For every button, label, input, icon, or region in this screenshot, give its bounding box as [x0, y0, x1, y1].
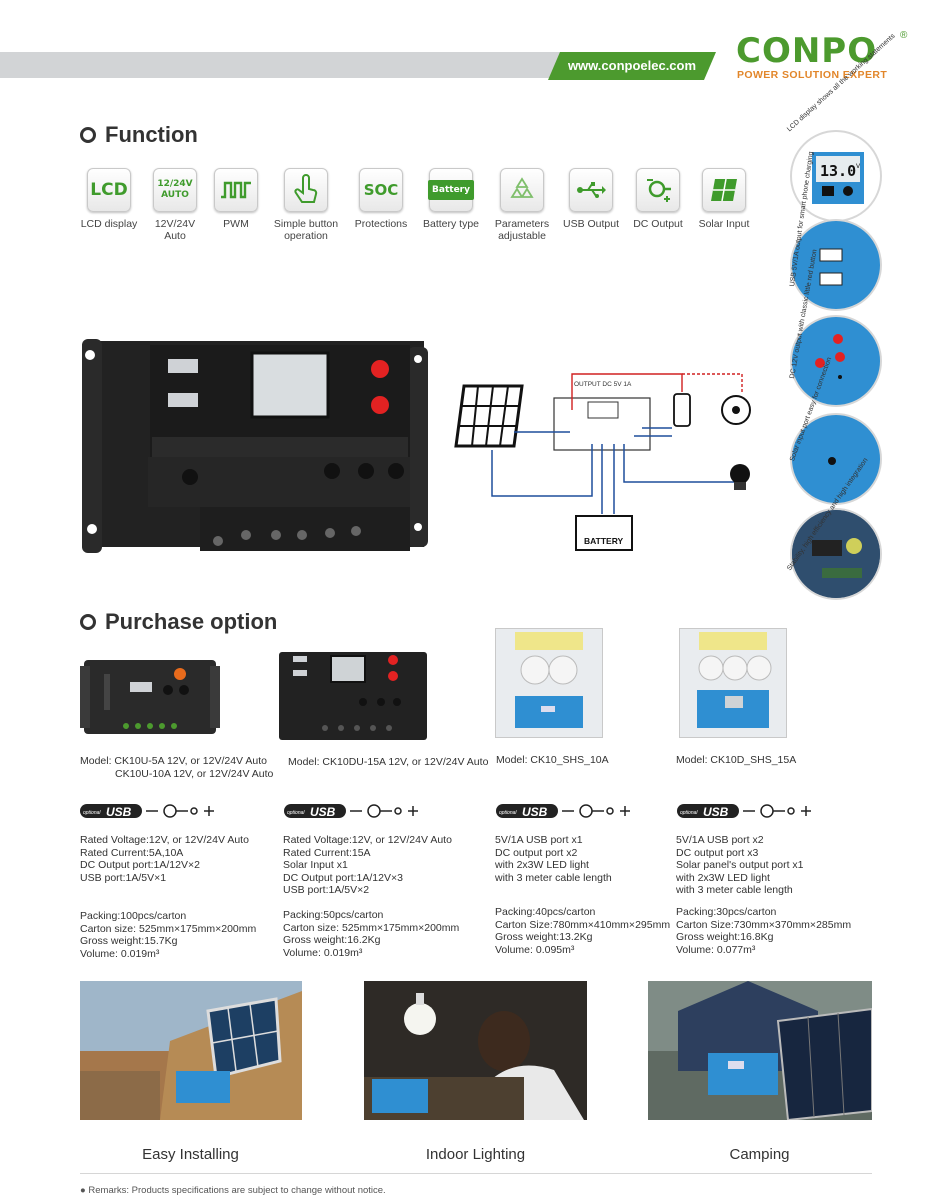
hand-press-icon [284, 168, 328, 212]
svg-text:USB: USB [310, 805, 336, 819]
model-ck10d-shs-15a: Model: CK10D_SHS_15A [676, 754, 797, 766]
feature-battery: Battery Battery type [411, 168, 491, 230]
optional-usb-icon: optional USB [496, 804, 630, 819]
optional-usb-icon: optional USB [80, 804, 214, 819]
feature-voltage: 12/24V AUTO 12V/24V Auto [135, 168, 215, 242]
svg-text:USB: USB [106, 805, 132, 819]
svg-text:optional: optional [680, 810, 698, 816]
lcd-icon: LCD [87, 168, 131, 212]
caption-easy-installing: Easy Installing [142, 1146, 239, 1163]
feature-protections: SOC Protections [341, 168, 421, 230]
callout-dc-output [790, 315, 882, 407]
soc-icon: SOC [359, 168, 403, 212]
feature-parameters: Parameters adjustable [482, 168, 562, 242]
website-url[interactable]: www.conpoelec.com [548, 52, 716, 80]
packing-ck10u: Packing:100pcs/carton Carton size: 525mm… [80, 910, 257, 960]
model-ck10du: Model: CK10DU-15A 12V, or 12V/24V Auto [288, 756, 489, 768]
product-image-ck10du [279, 652, 427, 740]
svg-text:optional: optional [287, 810, 305, 816]
svg-text:13.0: 13.0 [820, 162, 856, 180]
optional-usb-icon: optional USB [284, 804, 418, 819]
svg-text:BATTERY: BATTERY [584, 536, 624, 546]
header-band [0, 52, 560, 78]
caption-camping: Camping [729, 1146, 790, 1163]
optional-usb-icon: optional USB [677, 804, 811, 819]
callout-usb [790, 219, 882, 311]
brand-tagline: POWER SOLUTION EXPERT [737, 69, 888, 81]
dc-output-icon [636, 168, 680, 212]
svg-text:optional: optional [83, 810, 101, 816]
usb-icon [569, 168, 613, 212]
packing-ck10d-shs-15a: Packing:30pcs/carton Carton Size:730mm×3… [676, 906, 852, 956]
feature-usb: USB Output [551, 168, 631, 230]
output-label: OUTPUT DC 5V 1A [574, 381, 632, 388]
pwm-wave-icon [214, 168, 258, 212]
phone-icon [673, 393, 691, 427]
feature-button: Simple button operation [266, 168, 346, 242]
bottom-divider [80, 1173, 872, 1174]
product-image-ck10d-shs-15a [679, 628, 787, 738]
callout-solar-input [790, 413, 882, 505]
feature-lcd: LCD LCD display [69, 168, 149, 230]
svg-text:optional: optional [499, 810, 517, 816]
svg-text:USB: USB [522, 805, 548, 819]
registered-mark: ® [900, 30, 908, 41]
svg-text:V: V [856, 163, 861, 170]
recycle-icon [500, 168, 544, 212]
feature-pwm: PWM [196, 168, 276, 230]
feature-dc-output: DC Output [618, 168, 698, 230]
solar-panel-icon [702, 168, 746, 212]
packing-ck10-shs-10a: Packing:40pcs/carton Carton Size:780mm×4… [495, 906, 671, 956]
function-title: Function [80, 122, 198, 148]
circle-bullet-icon [80, 614, 96, 630]
solar-panel-icon [454, 384, 524, 448]
circle-bullet-icon [80, 127, 96, 143]
voltage-auto-icon: 12/24V AUTO [153, 168, 197, 212]
callout-circuit [790, 508, 882, 600]
packing-ck10du: Packing:50pcs/carton Carton size: 525mm×… [283, 909, 460, 959]
callout-lcd: 13.0 V [790, 130, 882, 222]
specs-ck10du: Rated Voltage:12V, or 12V/24V Auto Rated… [283, 834, 452, 896]
caption-indoor-lighting: Indoor Lighting [425, 1146, 526, 1163]
model-ck10-shs-10a: Model: CK10_SHS_10A [496, 754, 609, 766]
controller-schematic [553, 397, 651, 451]
battery-schematic: BATTERY [575, 515, 633, 551]
svg-text:USB: USB [703, 805, 729, 819]
model-ck10u: Model: CK10U-5A 12V, or 12V/24V Auto CK1… [80, 755, 274, 780]
wiring-diagram: OUTPUT DC 5V 1A BATTERY [454, 373, 751, 551]
battery-icon: Battery [428, 168, 474, 212]
product-image-ck10-shs-10a [495, 628, 603, 738]
purchase-title: Purchase option [80, 609, 277, 635]
specs-ck10d-shs-15a: 5V/1A USB port x2 DC output port x3 Sola… [676, 834, 804, 896]
remark-note: ● Remarks: Products specifications are s… [80, 1185, 386, 1196]
specs-ck10u: Rated Voltage:12V, or 12V/24V Auto Rated… [80, 834, 249, 884]
photo-easy-installing [80, 981, 302, 1120]
bullet-icon: ● [80, 1185, 89, 1196]
specs-ck10-shs-10a: 5V/1A USB port x1 DC output port x2 with… [495, 834, 612, 884]
photo-indoor-lighting [364, 981, 587, 1120]
brand-logo: CONPO [736, 31, 878, 71]
light-bulb-icon [730, 464, 750, 490]
feature-solar-input: Solar Input [684, 168, 764, 230]
charge-controller-image [82, 339, 428, 553]
product-image-ck10u [80, 660, 220, 734]
photo-camping [648, 981, 872, 1120]
